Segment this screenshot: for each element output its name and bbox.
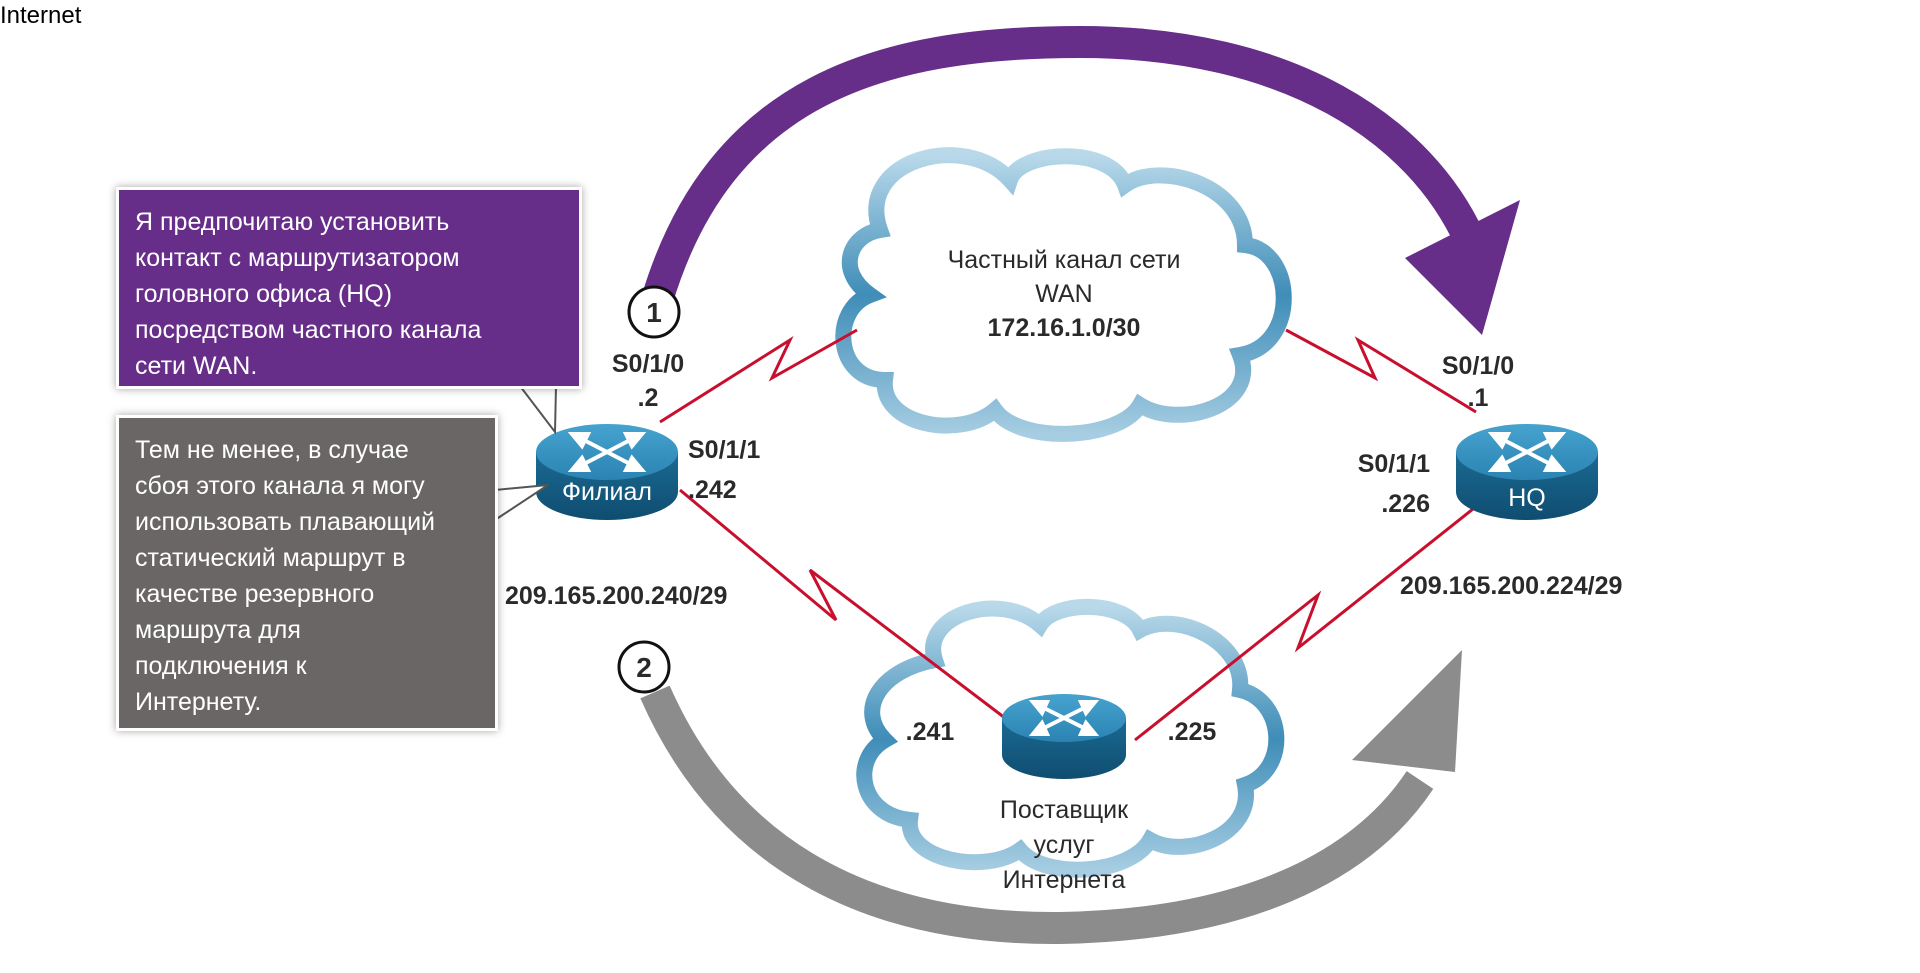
step-2-label: 2 bbox=[636, 652, 652, 683]
page-title: Internet bbox=[0, 2, 82, 29]
callout-line: маршрута для bbox=[135, 616, 301, 644]
primary-route-callout: Я предпочитаю установить контакт с маршр… bbox=[119, 190, 579, 386]
callout-backup-pointer bbox=[494, 484, 549, 522]
callout-primary-pointer bbox=[517, 385, 558, 435]
callout-line: сети WAN. bbox=[135, 352, 258, 380]
callout-line: Я предпочитаю установить bbox=[135, 208, 450, 236]
serial-links bbox=[659, 328, 1479, 742]
hq-ip1: .1 bbox=[1468, 384, 1489, 412]
wan-cloud bbox=[835, 147, 1292, 442]
branch-router-name: Филиал bbox=[562, 478, 652, 506]
branch-if1: S0/1/0 bbox=[612, 350, 684, 378]
branch-if2: S0/1/1 bbox=[688, 436, 760, 464]
step-2-marker: 2 bbox=[617, 640, 671, 694]
router-arrows-icon bbox=[1487, 432, 1567, 472]
isp-router[interactable] bbox=[1002, 694, 1126, 779]
isp-cloud-label-line2: услуг bbox=[1034, 831, 1095, 859]
callout-line: качестве резервного bbox=[135, 580, 375, 608]
callout-line: использовать плавающий bbox=[135, 508, 436, 536]
branch-network: 209.165.200.240/29 bbox=[505, 582, 727, 610]
isp-left-ip: .241 bbox=[906, 718, 955, 746]
wan-cloud-label-line1: Частный канал сети bbox=[948, 246, 1181, 274]
branch-router[interactable] bbox=[536, 424, 678, 520]
callout-line: Интернету. bbox=[135, 688, 262, 716]
isp-cloud-label-line3: Интернета bbox=[1003, 866, 1126, 894]
isp-cloud-label-line1: Поставщик bbox=[1000, 796, 1129, 824]
primary-path-arrow bbox=[641, 25, 1520, 335]
callout-line: подключения к bbox=[135, 652, 307, 680]
hq-if2: S0/1/1 bbox=[1358, 450, 1430, 478]
callout-line: головного офиса (HQ) bbox=[135, 280, 393, 308]
branch-ip1: .2 bbox=[638, 384, 659, 412]
callout-line: сбоя этого канала я могу bbox=[135, 472, 425, 500]
wan-network-address: 172.16.1.0/30 bbox=[988, 314, 1141, 342]
hq-if1: S0/1/0 bbox=[1442, 352, 1514, 380]
callout-line: контакт с маршрутизатором bbox=[135, 244, 460, 272]
isp-right-ip: .225 bbox=[1168, 718, 1217, 746]
step-1-marker: 1 bbox=[627, 285, 681, 339]
step-1-label: 1 bbox=[646, 297, 662, 328]
hq-router[interactable] bbox=[1456, 424, 1598, 520]
link-wan-hq bbox=[1285, 328, 1477, 414]
wan-cloud-label-line2: WAN bbox=[1035, 280, 1092, 308]
callout-line: Тем не менее, в случае bbox=[135, 436, 409, 464]
link-branch-wan bbox=[659, 328, 858, 424]
router-arrows-icon bbox=[1028, 700, 1100, 736]
link-branch-isp bbox=[679, 488, 1006, 720]
callout-line: статический маршрут в bbox=[135, 544, 406, 572]
hq-ip2: .226 bbox=[1381, 490, 1430, 518]
callout-line: посредством частного канала bbox=[135, 316, 482, 344]
backup-route-callout: Тем не менее, в случае сбоя этого канала… bbox=[119, 418, 495, 728]
hq-router-name: HQ bbox=[1508, 484, 1546, 512]
link-isp-hq bbox=[1134, 503, 1479, 742]
branch-ip2: .242 bbox=[688, 476, 737, 504]
backup-path-arrow bbox=[640, 650, 1462, 945]
hq-network: 209.165.200.224/29 bbox=[1400, 572, 1622, 600]
router-arrows-icon bbox=[567, 432, 647, 472]
